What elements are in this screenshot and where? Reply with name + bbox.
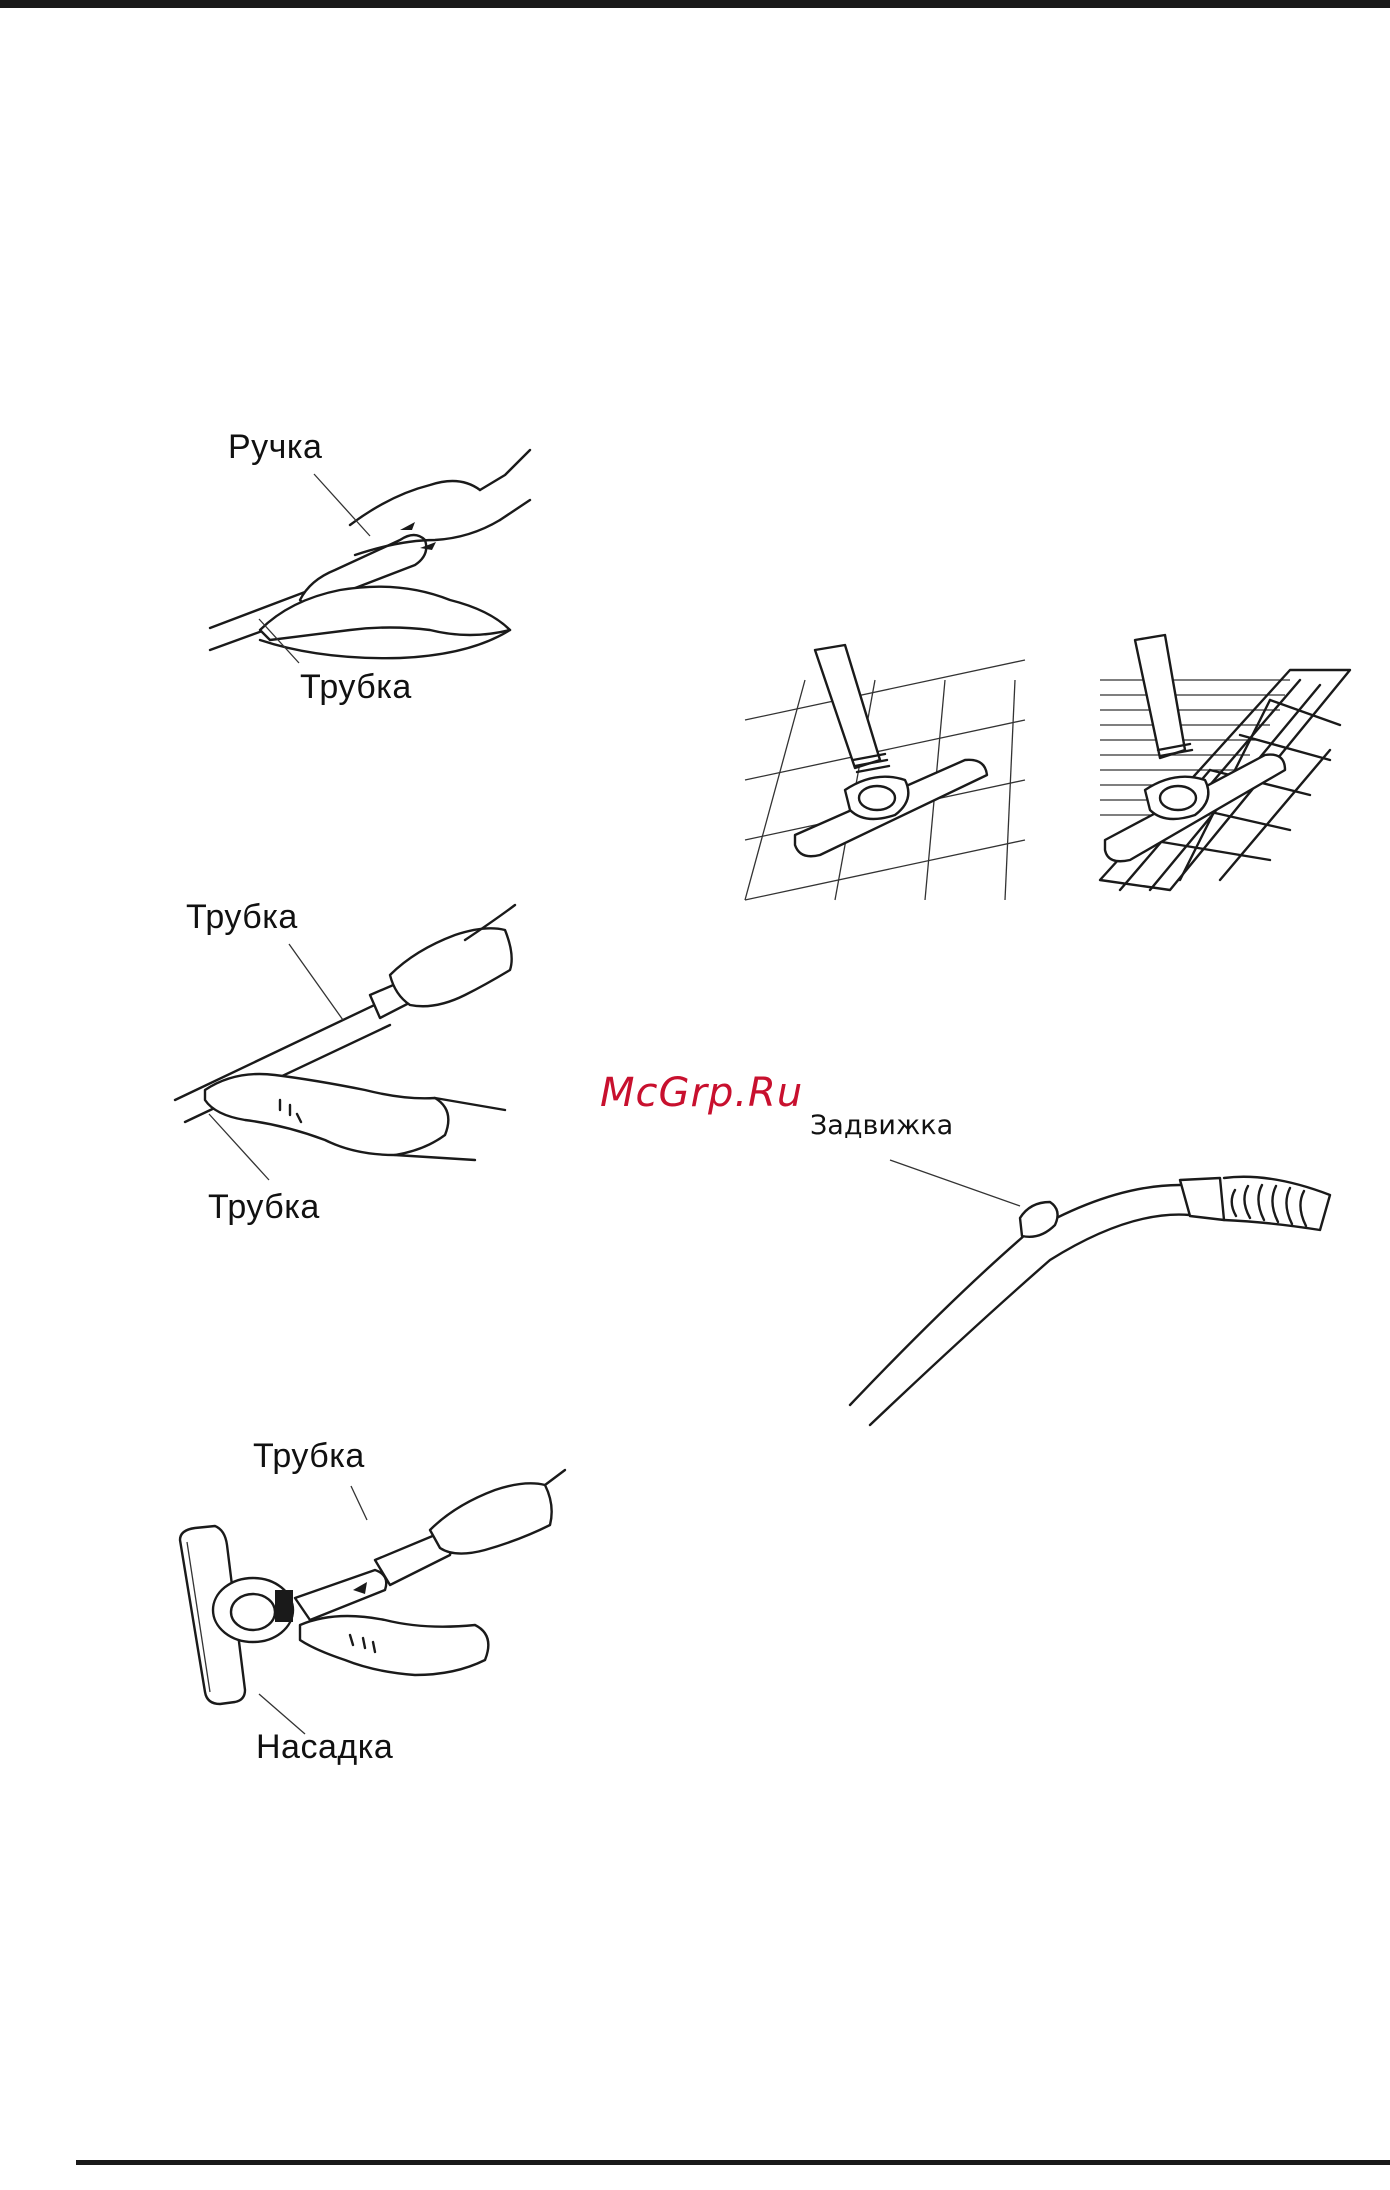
leader-tube-4 bbox=[345, 1480, 385, 1540]
figure-floor-carpet bbox=[1090, 640, 1370, 900]
leader-nozzle bbox=[255, 1690, 335, 1750]
label-tube-4: Трубка bbox=[253, 1437, 365, 1476]
leader-tube-2 bbox=[285, 940, 355, 1030]
leader-tube-1 bbox=[255, 615, 315, 675]
label-tube-2: Трубка bbox=[186, 898, 298, 937]
figure-handle-tube bbox=[200, 430, 540, 680]
leader-handle bbox=[310, 470, 390, 550]
figure-hose-latch bbox=[850, 1140, 1350, 1440]
top-rule bbox=[0, 0, 1390, 8]
watermark: McGrp.Ru bbox=[600, 1070, 803, 1116]
label-tube-3: Трубка bbox=[208, 1188, 320, 1227]
figure-floor-tiles bbox=[745, 650, 1025, 900]
label-handle: Ручка bbox=[228, 428, 322, 467]
label-tube-1: Трубка bbox=[300, 668, 412, 707]
label-latch: Задвижка bbox=[810, 1110, 953, 1141]
bottom-rule bbox=[76, 2160, 1390, 2165]
leader-tube-3 bbox=[205, 1110, 285, 1190]
